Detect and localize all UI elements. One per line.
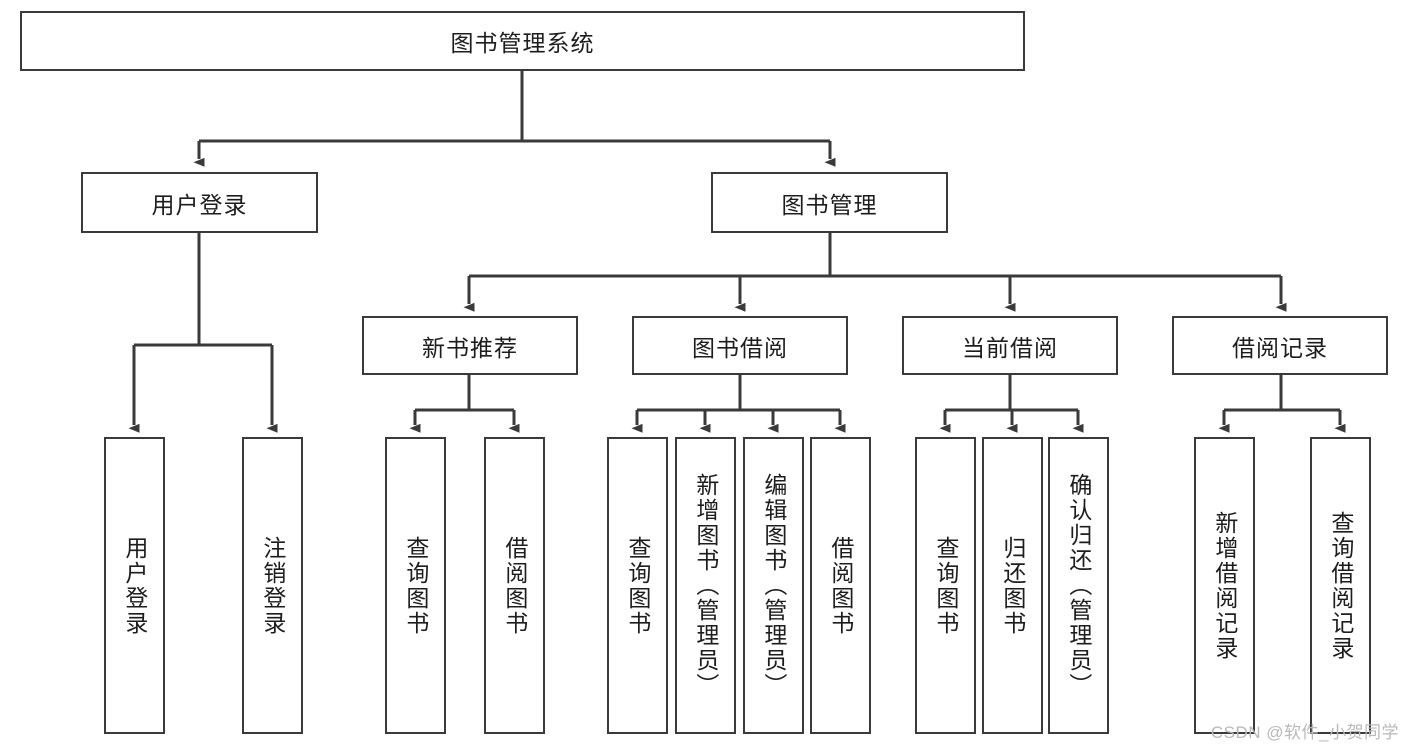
node-leaf-add-record[interactable]: 新增借阅记录	[1194, 437, 1255, 734]
node-leaf-user-login[interactable]: 用户登录	[104, 437, 165, 734]
node-borrow-record[interactable]: 借阅记录	[1172, 316, 1388, 375]
node-book-borrow[interactable]: 图书借阅	[632, 316, 848, 375]
node-book-management[interactable]: 图书管理	[711, 172, 948, 233]
node-leaf-return-book[interactable]: 归还图书	[982, 437, 1043, 734]
node-leaf-confirm-return-label: 确认归还（管理员）	[1065, 473, 1092, 698]
watermark-text: CSDN @软件_小贺同学	[1210, 723, 1399, 742]
node-root-label: 图书管理系统	[450, 30, 595, 56]
node-leaf-borrow-book-1-label: 借阅图书	[501, 535, 528, 636]
node-leaf-query-book-1-label: 查询图书	[402, 535, 429, 636]
node-book-management-label: 图书管理	[781, 191, 878, 218]
node-leaf-logout[interactable]: 注销登录	[242, 437, 303, 734]
node-current-borrow-label: 当前借阅	[962, 334, 1058, 361]
node-leaf-confirm-return[interactable]: 确认归还（管理员）	[1048, 437, 1109, 734]
node-leaf-borrow-book-2[interactable]: 借阅图书	[810, 437, 871, 734]
node-root[interactable]: 图书管理系统	[20, 11, 1025, 71]
node-leaf-query-record[interactable]: 查询借阅记录	[1310, 437, 1371, 734]
node-leaf-query-record-label: 查询借阅记录	[1327, 510, 1354, 661]
node-leaf-query-book-3[interactable]: 查询图书	[915, 437, 976, 734]
node-new-book-recommend[interactable]: 新书推荐	[362, 316, 578, 375]
node-leaf-edit-book-label: 编辑图书（管理员）	[760, 473, 787, 698]
node-leaf-borrow-book-1[interactable]: 借阅图书	[484, 437, 545, 734]
node-leaf-query-book-1[interactable]: 查询图书	[385, 437, 446, 734]
node-leaf-query-book-2-label: 查询图书	[624, 535, 651, 636]
node-new-book-recommend-label: 新书推荐	[422, 334, 518, 361]
node-current-borrow[interactable]: 当前借阅	[902, 316, 1118, 375]
node-user-login-label: 用户登录	[151, 191, 248, 218]
node-leaf-query-book-2[interactable]: 查询图书	[607, 437, 668, 734]
node-leaf-add-book-label: 新增图书（管理员）	[692, 473, 719, 698]
node-book-borrow-label: 图书借阅	[692, 334, 788, 361]
node-leaf-user-login-label: 用户登录	[121, 535, 148, 636]
node-leaf-add-book[interactable]: 新增图书（管理员）	[675, 437, 736, 734]
node-borrow-record-label: 借阅记录	[1232, 334, 1328, 361]
node-user-login[interactable]: 用户登录	[81, 172, 318, 233]
node-leaf-edit-book[interactable]: 编辑图书（管理员）	[743, 437, 804, 734]
node-leaf-add-record-label: 新增借阅记录	[1211, 510, 1238, 661]
node-leaf-logout-label: 注销登录	[259, 535, 286, 636]
node-leaf-return-book-label: 归还图书	[999, 535, 1026, 636]
node-leaf-borrow-book-2-label: 借阅图书	[827, 535, 854, 636]
node-leaf-query-book-3-label: 查询图书	[932, 535, 959, 636]
